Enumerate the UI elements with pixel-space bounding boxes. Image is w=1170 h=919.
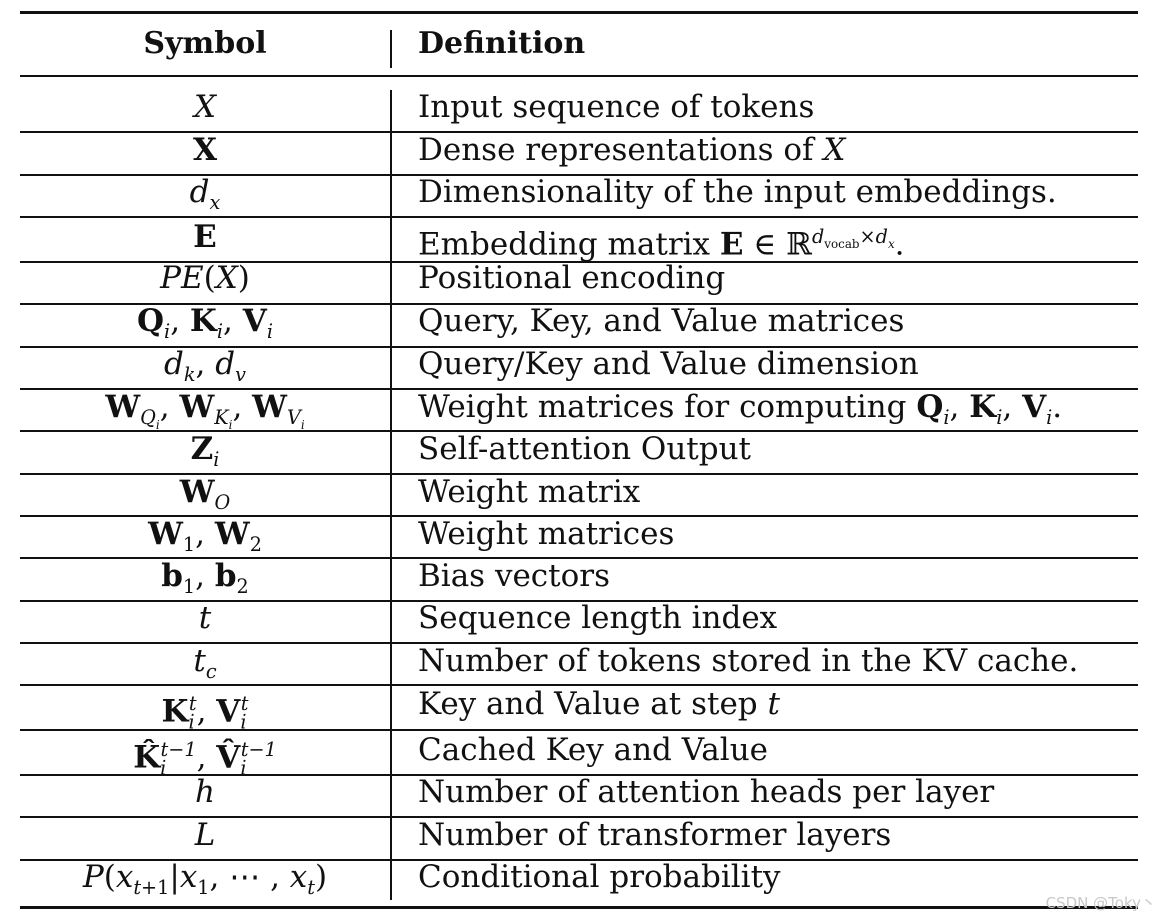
table-row: Kit, Vit Key and Value at step t	[20, 683, 1138, 734]
definition-cell: Query, Key, and Value matrices	[418, 303, 905, 339]
symbol-cell: dk, dv	[164, 346, 246, 387]
table-row: X Input sequence of tokens	[20, 86, 1138, 128]
symbol-cell: P(xt+1|x1, ⋯ , xt)	[82, 859, 328, 900]
definition-cell: Weight matrix	[418, 474, 641, 510]
definition-cell: Key and Value at step t	[418, 686, 780, 722]
header-rule	[20, 75, 1138, 77]
symbol-cell: WQi, WKi, WVi	[105, 389, 305, 433]
definition-cell: Dense representations of X	[418, 132, 846, 168]
table-row: E Embedding matrix E ∈ ℝdvocab×dx.	[20, 216, 1138, 262]
definition-cell: Weight matrices	[418, 516, 675, 552]
bottom-rule	[20, 906, 1138, 909]
symbol-cell: PE(X)	[160, 260, 250, 296]
top-rule	[20, 11, 1138, 14]
definition-cell: Bias vectors	[418, 558, 611, 594]
table-row: tc Number of tokens stored in the KV cac…	[20, 640, 1138, 683]
definition-cell: Input sequence of tokens	[418, 89, 815, 125]
symbol-cell: b1, b2	[161, 558, 249, 599]
symbol-cell: L	[194, 817, 216, 853]
definition-cell: Conditional probability	[418, 859, 781, 895]
watermark: CSDN @Toky丶	[1045, 894, 1156, 912]
definition-cell: Sequence length index	[418, 600, 778, 636]
table-row: P(xt+1|x1, ⋯ , xt) Conditional probabili…	[20, 856, 1138, 899]
symbol-cell: Kit, Vit	[161, 692, 249, 734]
table-row: dx Dimensionality of the input embedding…	[20, 171, 1138, 214]
table-row: L Number of transformer layers	[20, 814, 1138, 856]
symbol-cell: WO	[179, 474, 231, 515]
symbol-cell: X	[192, 132, 218, 168]
table-row: b1, b2 Bias vectors	[20, 555, 1138, 598]
symbol-cell: W1, W2	[148, 516, 262, 557]
symbol-cell: Qi, Ki, Vi	[137, 303, 273, 344]
symbol-cell: h	[195, 774, 215, 810]
table-row: WO Weight matrix	[20, 471, 1138, 514]
column-divider	[390, 90, 392, 900]
symbol-cell: X	[193, 89, 217, 125]
table-row: X Dense representations of X	[20, 129, 1138, 171]
definition-cell: Number of attention heads per layer	[418, 774, 995, 810]
table-row: Qi, Ki, Vi Query, Key, and Value matrice…	[20, 300, 1138, 343]
table-row: Zi Self-attention Output	[20, 428, 1138, 471]
header-divider	[390, 30, 392, 68]
table-row: dk, dv Query/Key and Value dimension	[20, 343, 1138, 386]
table-row: W1, W2 Weight matrices	[20, 513, 1138, 556]
definition-cell: Query/Key and Value dimension	[418, 346, 919, 382]
table-row: K̂it−1, V̂it−1 Cached Key and Value	[20, 729, 1138, 780]
symbol-cell: E	[193, 219, 217, 255]
header-definition: Definition	[418, 26, 586, 61]
header-symbol: Symbol	[143, 26, 267, 61]
table-row: PE(X) Positional encoding	[20, 257, 1138, 299]
symbol-cell: tc	[193, 643, 217, 684]
definition-cell: Embedding matrix E ∈ ℝdvocab×dx.	[418, 225, 905, 263]
definition-cell: Self-attention Output	[418, 431, 752, 467]
definition-cell: Number of transformer layers	[418, 817, 892, 853]
definition-cell: Dimensionality of the input embeddings.	[418, 174, 1057, 210]
definition-cell: Positional encoding	[418, 260, 726, 296]
definition-cell: Weight matrices for computing Qi, Ki, Vi…	[418, 389, 1063, 430]
definition-cell: Number of tokens stored in the KV cache.	[418, 643, 1079, 679]
symbol-cell: Zi	[190, 431, 220, 472]
table-row: t Sequence length index	[20, 597, 1138, 639]
symbol-cell: dx	[189, 174, 221, 215]
symbol-cell: K̂it−1, V̂it−1	[133, 738, 277, 780]
table-row: h Number of attention heads per layer	[20, 771, 1138, 813]
symbol-cell: t	[198, 600, 212, 636]
table-row: WQi, WKi, WVi Weight matrices for comput…	[20, 386, 1138, 432]
definition-cell: Cached Key and Value	[418, 732, 769, 768]
